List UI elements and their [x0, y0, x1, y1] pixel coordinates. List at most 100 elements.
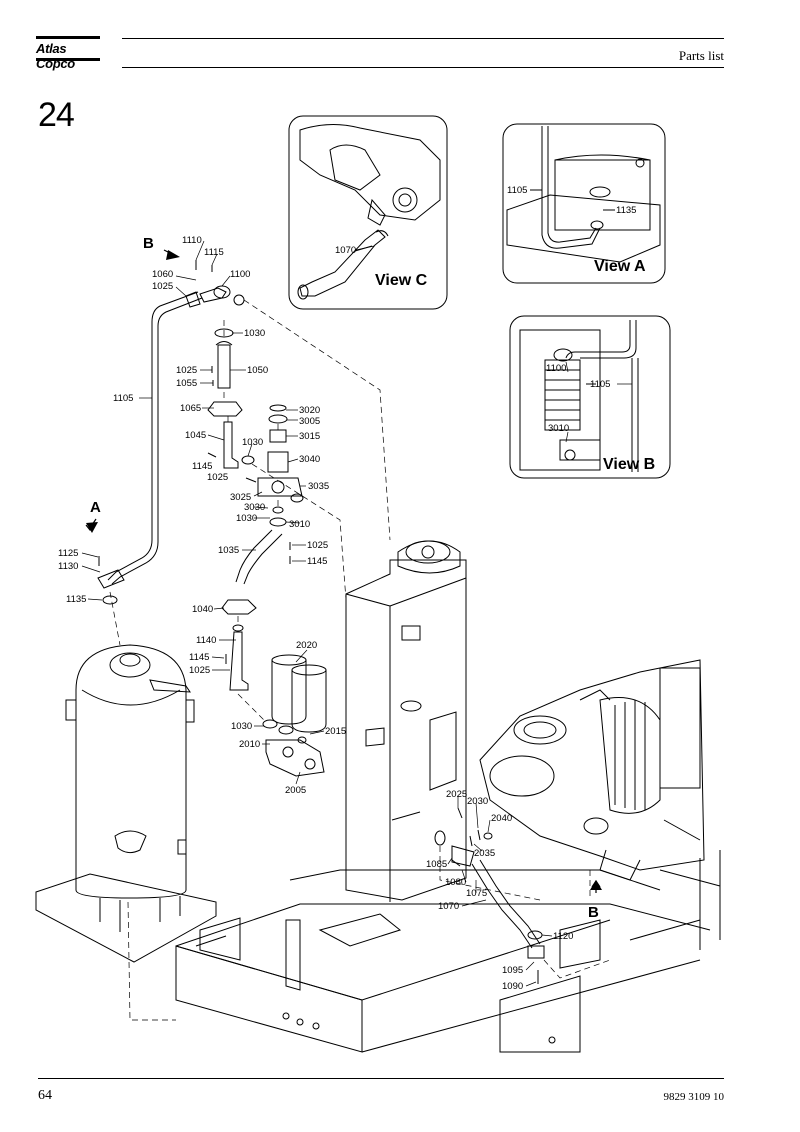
callout-1105: 1105	[113, 393, 133, 404]
callout-2025: 2025	[446, 789, 467, 800]
callout-3015: 3015	[299, 431, 320, 442]
base-frame	[175, 850, 721, 1053]
callout-1030-valve: 1030	[236, 513, 257, 524]
document-number: 9829 3109 10	[663, 1091, 725, 1103]
logo-bar-bottom	[36, 58, 100, 61]
callout-1025-lower: 1025	[207, 472, 228, 483]
lower-flange-1130	[97, 556, 125, 605]
callout-1060: 1060	[152, 269, 173, 280]
view-b-illustration	[519, 320, 639, 472]
view-a-callout-1105: 1105	[507, 185, 527, 196]
hose-1070	[434, 807, 545, 984]
callout-3020: 3020	[299, 405, 320, 416]
callout-leaders	[81, 189, 632, 987]
view-a-frame	[502, 123, 666, 284]
callout-2030: 2030	[467, 796, 488, 807]
view-a-label: View A	[594, 258, 646, 275]
flange-1065	[207, 401, 243, 417]
hose-1105	[107, 287, 227, 585]
callout-1130: 1130	[58, 561, 78, 572]
air-receiver-tank	[35, 644, 217, 963]
callout-1045: 1045	[185, 430, 206, 441]
callout-2040: 2040	[491, 813, 512, 824]
callout-2015: 2015	[325, 726, 346, 737]
callout-1070: 1070	[438, 901, 459, 912]
direction-arrows	[85, 249, 601, 893]
callout-3010: 3010	[289, 519, 310, 530]
view-b-callout-1100: 1100	[546, 363, 566, 374]
pipe-1045	[207, 421, 255, 469]
callout-1030-mid: 1030	[242, 437, 263, 448]
valve-assembly-3000	[245, 404, 304, 527]
view-b-label: View B	[603, 456, 655, 473]
page-title: Parts list	[678, 48, 724, 63]
callout-1025-hose: 1025	[307, 540, 328, 551]
filter-head-2005	[262, 719, 325, 777]
callout-1095: 1095	[502, 965, 523, 976]
arrow-a-icon	[86, 522, 98, 533]
callout-1110: 1110	[182, 235, 202, 246]
direction-b-top: B	[143, 235, 154, 252]
hose-1035	[235, 529, 291, 585]
callout-3005: 3005	[299, 416, 320, 427]
callout-1030-filter: 1030	[231, 721, 252, 732]
pipe-1140	[225, 624, 249, 691]
view-c-label: View C	[375, 272, 428, 289]
pipe-1050	[211, 328, 234, 389]
view-c-callout-1070: 1070	[335, 245, 356, 256]
callout-3030: 3030	[244, 502, 265, 513]
callout-1145-lower: 1145	[189, 652, 209, 663]
assembly-dashed-lines	[109, 299, 611, 1021]
callout-1035: 1035	[218, 545, 239, 556]
arrow-b-bottom-icon	[590, 880, 602, 890]
callout-1030-top: 1030	[244, 328, 265, 339]
callout-1140: 1140	[196, 635, 216, 646]
page-number: 64	[38, 1088, 52, 1103]
callout-1065: 1065	[180, 403, 201, 414]
callout-1135: 1135	[66, 594, 86, 605]
callout-3040: 3040	[299, 454, 320, 465]
callout-1085: 1085	[426, 859, 447, 870]
callout-1125: 1125	[58, 548, 78, 559]
callout-1025-bottom: 1025	[189, 665, 210, 676]
callout-3025: 3025	[230, 492, 251, 503]
callout-2035: 2035	[474, 848, 495, 859]
header-rule-bottom	[122, 67, 724, 68]
view-a-illustration	[506, 126, 661, 263]
flange-1040	[221, 599, 257, 615]
callout-1145-upper: 1145	[192, 461, 212, 472]
callout-1120: 1120	[553, 931, 573, 942]
view-b-callout-1105: 1105	[590, 379, 610, 390]
section-number: 24	[38, 96, 75, 134]
direction-b-bottom: B	[588, 904, 599, 921]
header-rule-top	[122, 38, 724, 39]
callout-1115: 1115	[204, 247, 224, 258]
callout-1080: 1080	[445, 877, 466, 888]
arrow-b-top-icon	[166, 250, 180, 260]
direction-a: A	[90, 499, 101, 516]
callout-1055: 1055	[176, 378, 197, 389]
callout-1050: 1050	[247, 365, 268, 376]
footer-rule	[38, 1078, 724, 1079]
view-a-callout-1135: 1135	[616, 205, 636, 216]
compressor-element	[479, 659, 705, 881]
oil-filters-2020	[271, 654, 327, 733]
callout-1075: 1075	[466, 888, 487, 899]
view-c-frame	[288, 115, 448, 310]
callout-1100: 1100	[230, 269, 250, 280]
logo-bar-top	[36, 36, 100, 39]
atlas-copco-logo: Atlas Copco	[36, 36, 102, 71]
callout-3035: 3035	[308, 481, 329, 492]
view-b-callout-3010: 3010	[548, 423, 569, 434]
callout-1025-pipe: 1025	[176, 365, 197, 376]
callout-1090: 1090	[502, 981, 523, 992]
separator-column	[345, 540, 467, 902]
callout-1025-top: 1025	[152, 281, 173, 292]
callout-1145-hose: 1145	[307, 556, 327, 567]
callout-1040: 1040	[192, 604, 213, 615]
view-b-frame	[509, 315, 671, 479]
callout-2005: 2005	[285, 785, 306, 796]
callout-2010: 2010	[239, 739, 260, 750]
callout-labels: 1110 1115 1060 1100 1025 1030 1025 1050 …	[58, 185, 636, 992]
